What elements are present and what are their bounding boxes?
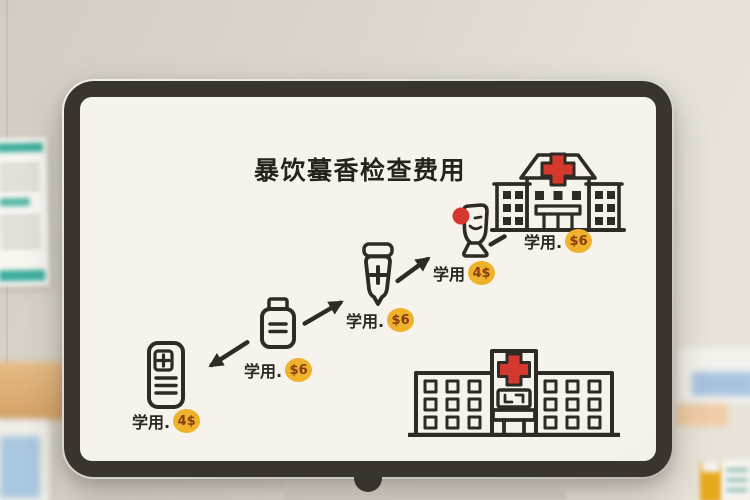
- poster-text-lines: [0, 159, 40, 195]
- blue-screen-object: [0, 420, 50, 500]
- poster-header-bar: [0, 142, 43, 153]
- infographic-title: 暴饮蟇香检查费用: [253, 156, 466, 185]
- box-line: [726, 478, 748, 482]
- price-badge: 4$: [468, 261, 496, 285]
- medicine-jar-icon: [260, 297, 296, 349]
- cost-label-medicine-box: 学用. 4$: [132, 409, 201, 433]
- cost-label-dropper-vial: 学用. $6: [346, 308, 415, 332]
- arrow-to-vial: [302, 300, 344, 326]
- striped-box: [722, 460, 750, 500]
- stand-hinge-notch: [354, 477, 382, 492]
- box-line: [726, 468, 748, 472]
- price-badge: $6: [565, 229, 593, 253]
- cost-text: 学用.: [244, 362, 283, 381]
- bottle-cap: [702, 462, 720, 472]
- orange-bottle: [700, 462, 722, 500]
- hospital-windows: [423, 379, 602, 430]
- cost-text: 学用: [433, 265, 466, 284]
- cost-text: 学用.: [132, 413, 171, 432]
- dash-to-hospital: [488, 234, 507, 247]
- cost-text: 学用.: [524, 233, 563, 252]
- blue-strip: [692, 372, 750, 396]
- red-dot: [452, 207, 470, 225]
- peach-shelf-edge: [676, 404, 728, 426]
- cost-text: 学用.: [346, 312, 385, 331]
- right-wall-panel: [678, 348, 750, 404]
- hospital-windows: [503, 191, 615, 225]
- price-badge: $6: [285, 358, 313, 382]
- arrow-to-figure: [395, 256, 431, 284]
- cost-label-small-hospital: 学用. $6: [524, 229, 593, 253]
- price-badge: 4$: [173, 409, 201, 433]
- poster-text-lines: [0, 211, 41, 253]
- poster-footer-bar: [0, 269, 46, 282]
- red-cross-icon: [540, 152, 576, 187]
- tablet-screen: 暴饮蟇香检查费用: [80, 97, 656, 461]
- dropper-vial-icon: [362, 242, 394, 306]
- tablet-device: 暴饮蟇香检查费用: [62, 79, 674, 479]
- arrow-to-box: [208, 340, 250, 368]
- medicine-box-icon: [147, 341, 185, 409]
- cost-label-medicine-jar: 学用. $6: [244, 358, 313, 382]
- price-badge: $6: [387, 308, 415, 332]
- mascot-figure-icon: [452, 203, 489, 258]
- wall-poster: [0, 137, 50, 287]
- poster-teal-pill: [0, 197, 30, 207]
- tablet-stand: [284, 480, 566, 500]
- cost-label-mascot: 学用 4$: [433, 261, 496, 285]
- tablet-bezel: 暴饮蟇香检查费用: [64, 81, 672, 477]
- blue-screen: [0, 436, 40, 498]
- wooden-shelf: [0, 362, 72, 420]
- red-cross-icon: [497, 352, 531, 387]
- box-line: [726, 488, 748, 492]
- large-hospital-icon: [408, 349, 620, 437]
- small-hospital-icon: [490, 152, 626, 232]
